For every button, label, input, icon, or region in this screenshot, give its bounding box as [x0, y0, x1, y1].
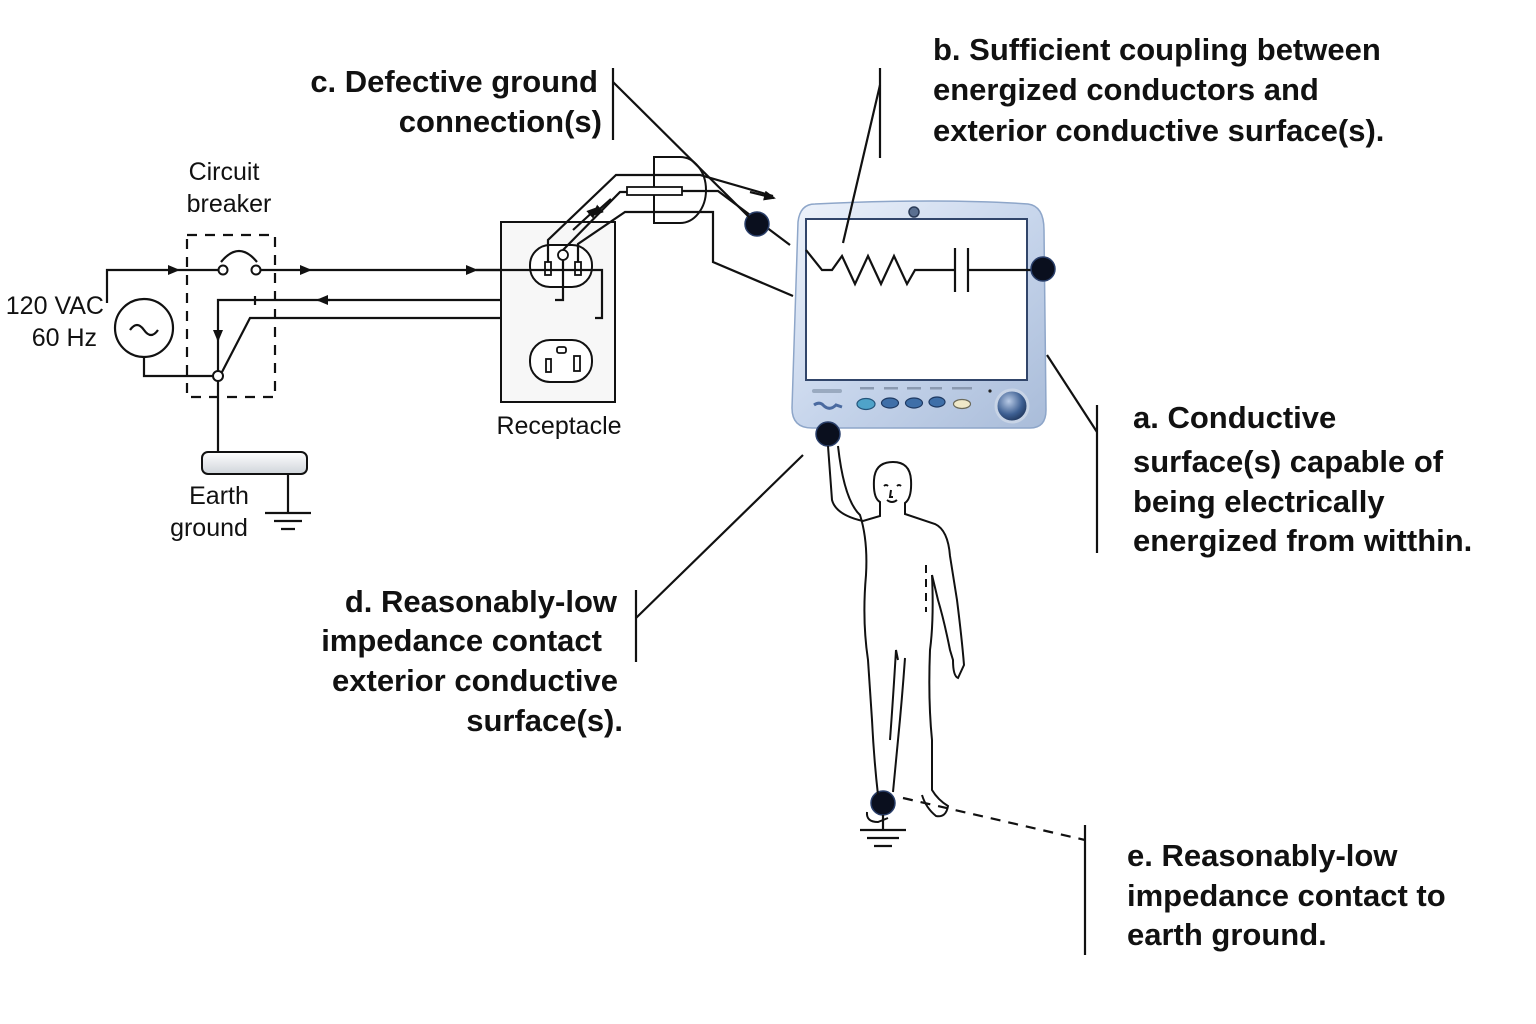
ground-rod — [201, 451, 308, 475]
callout-d-line1: d. Reasonably-low — [345, 584, 618, 619]
callout-e-line3: earth ground. — [1127, 917, 1327, 952]
contact-point-hand — [815, 421, 841, 447]
ground-symbol-icon — [265, 511, 311, 531]
callout-e-line1: e. Reasonably-low — [1127, 838, 1398, 873]
earth-ground: Earth ground — [170, 451, 311, 542]
callout-b: b. Sufficient coupling between energized… — [933, 32, 1384, 148]
camera-icon — [908, 206, 920, 218]
receptacle-label: Receptacle — [496, 412, 621, 440]
contact-point-ground — [744, 211, 770, 237]
callout-b-line2: energized conductors and — [933, 72, 1319, 107]
callout-e: e. Reasonably-low impedance contact to e… — [1127, 838, 1446, 952]
callout-d-line2: impedance contact — [321, 623, 602, 658]
monitor-button — [952, 398, 972, 410]
breaker-contact — [250, 264, 262, 276]
breaker-contact — [217, 264, 229, 276]
neutral-ground-bond — [212, 370, 224, 382]
breaker-switch-arc — [220, 249, 258, 263]
contact-point-foot — [870, 790, 896, 816]
callout-d: d. Reasonably-low impedance contact exte… — [321, 584, 623, 738]
callout-a-line4: energized from witthin. — [1133, 523, 1472, 558]
circuit-breaker: Circuit breaker — [178, 158, 595, 452]
sine-wave-icon — [129, 323, 159, 337]
monitor-button — [928, 396, 946, 408]
callout-b-line1: b. Sufficient coupling between — [933, 32, 1381, 67]
callout-a: a. Conductive surface(s) capable of bein… — [1133, 400, 1472, 558]
resistor-symbol-icon — [805, 249, 955, 287]
callout-a-line2: surface(s) capable of — [1133, 444, 1444, 479]
monitor-rotary-knob — [994, 388, 1030, 424]
callout-c-line2: connection(s) — [399, 104, 602, 139]
callout-d-line3: exterior conductive — [332, 663, 618, 698]
human-figure — [827, 445, 966, 824]
callout-b-line3: exterior conductive surface(s). — [933, 113, 1384, 148]
callout-c: c. Defective ground connection(s) — [310, 64, 602, 139]
callout-e-line2: impedance contact to — [1127, 878, 1446, 913]
ac-source-icon — [113, 297, 175, 359]
source-voltage-label: 120 VAC — [6, 292, 104, 320]
source-frequency-label: 60 Hz — [32, 324, 97, 352]
breaker-label-line1: Circuit — [189, 158, 260, 186]
outlet-upper — [529, 244, 593, 288]
contact-point-surface — [1030, 256, 1056, 282]
callout-leaders — [611, 68, 1099, 955]
breaker-label-line2: breaker — [187, 190, 272, 218]
medical-monitor — [791, 200, 1047, 429]
monitor-button — [880, 397, 900, 409]
monitor-button — [904, 397, 924, 409]
earth-label-line1: Earth — [189, 482, 249, 510]
monitor-button — [856, 397, 876, 411]
ac-source: 120 VAC 60 Hz — [6, 265, 214, 378]
monitor-buttons — [856, 387, 1030, 424]
monitor-screen — [805, 218, 1028, 381]
ground-symbol-icon — [860, 815, 906, 848]
breaker-enclosure — [185, 233, 277, 399]
callout-a-line3: being electrically — [1133, 484, 1385, 519]
callout-d-line4: surface(s). — [466, 703, 623, 738]
earth-label-line2: ground — [170, 514, 248, 542]
callout-a-line1: a. Conductive — [1133, 400, 1336, 435]
callout-c-line1: c. Defective ground — [310, 64, 598, 99]
receptacle: Receptacle — [476, 221, 622, 440]
